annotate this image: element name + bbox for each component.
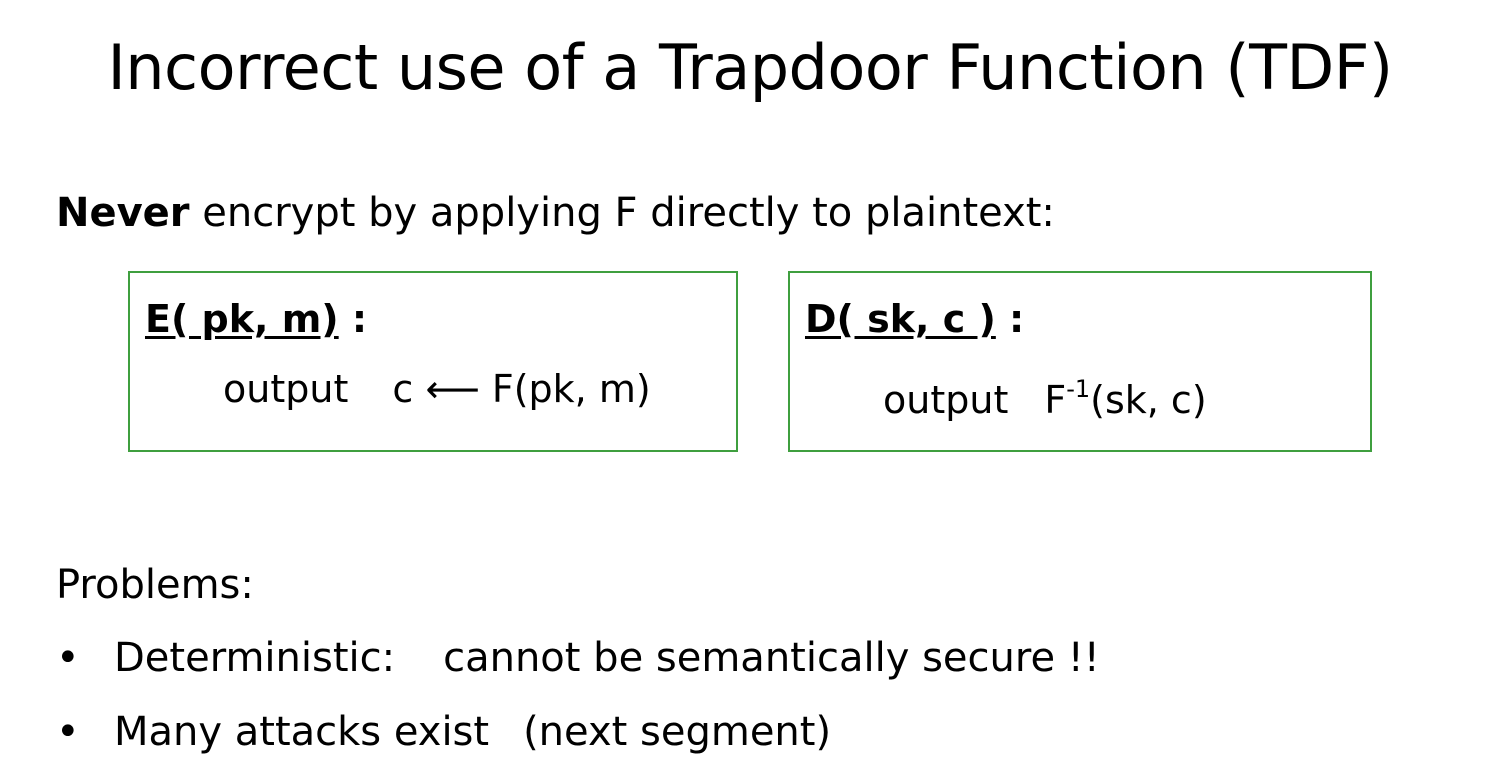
encrypt-box: E( pk, m) : output c ⟵ F(pk, m): [128, 271, 738, 452]
decrypt-superscript: -1: [1066, 375, 1091, 403]
problems-heading: Problems:: [56, 562, 254, 608]
encrypt-body: output c ⟵ F(pk, m): [223, 365, 651, 413]
decrypt-signature: D( sk, c ): [805, 297, 996, 341]
encrypt-output-keyword: output: [223, 367, 349, 411]
decrypt-colon: :: [995, 297, 1025, 341]
intro-text: encrypt by applying F directly to plaint…: [189, 190, 1055, 236]
bullet-icon: •: [56, 709, 80, 755]
intro-sentence: Never encrypt by applying F directly to …: [56, 186, 1055, 240]
list-item: • Deterministic: cannot be semantically se…: [56, 631, 1100, 685]
decrypt-args: (sk, c): [1090, 378, 1207, 422]
decrypt-body: output F-1(sk, c): [883, 365, 1207, 424]
decrypt-output-keyword: output: [883, 378, 1009, 422]
intro-emphasis: Never: [56, 190, 190, 236]
list-item-detail: (next segment): [523, 709, 832, 755]
decrypt-heading: D( sk, c ) :: [805, 295, 1024, 343]
decrypt-func: F: [1044, 378, 1067, 422]
encrypt-colon: :: [338, 297, 368, 341]
encrypt-signature: E( pk, m): [145, 297, 339, 341]
list-item-label: Deterministic:: [114, 635, 396, 681]
encrypt-heading: E( pk, m) :: [145, 295, 367, 343]
list-item-detail: cannot be semantically secure !!: [443, 635, 1100, 681]
bullet-icon: •: [56, 635, 80, 681]
list-item: • Many attacks exist (next segment): [56, 705, 831, 759]
slide-title: Incorrect use of a Trapdoor Function (TD…: [107, 31, 1393, 104]
list-item-label: Many attacks exist: [114, 709, 490, 755]
encrypt-expression: c ⟵ F(pk, m): [392, 367, 651, 411]
decrypt-box: D( sk, c ) : output F-1(sk, c): [788, 271, 1372, 452]
